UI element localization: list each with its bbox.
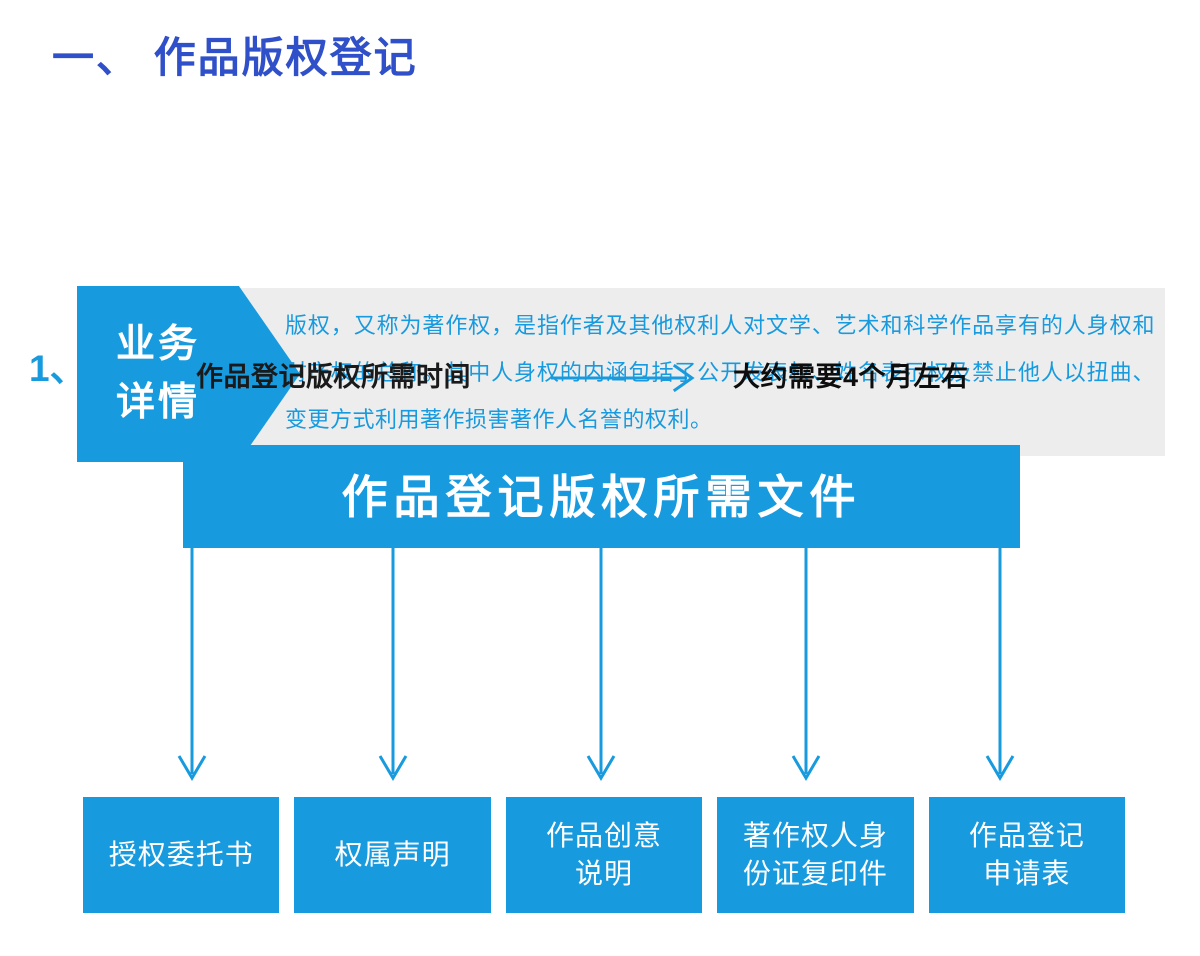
- document-item-4[interactable]: 著作权人身 份证复印件: [717, 797, 914, 913]
- duration-row: 作品登记版权所需时间 大约需要4个月左右: [0, 360, 1200, 402]
- business-detail-block: 1、 版权，又称为著作权，是指作者及其他权利人对文学、艺术和科学作品享有的人身权…: [0, 143, 1200, 462]
- tag-line-2: 详情: [115, 381, 200, 424]
- business-detail-tag-label: 业务 详情: [77, 286, 239, 462]
- document-item-5[interactable]: 作品登记 申请表: [928, 797, 1126, 913]
- business-detail-text: 版权，又称为著作权，是指作者及其他权利人对文学、艺术和科学作品享有的人身权和财产…: [285, 313, 1155, 432]
- documents-list: 授权委托书 权属声明 作品创意 说明 著作权人身 份证复印件 作品登记 申请表: [83, 797, 1126, 913]
- documents-header-title: 作品登记版权所需文件: [341, 470, 862, 523]
- duration-value: 大约需要4个月左右: [733, 362, 969, 392]
- document-item-2[interactable]: 权属声明: [294, 797, 491, 913]
- document-item-1[interactable]: 授权委托书: [83, 797, 280, 913]
- business-detail-panel: 版权，又称为著作权，是指作者及其他权利人对文学、艺术和科学作品享有的人身权和财产…: [222, 288, 1165, 456]
- document-item-3[interactable]: 作品创意 说明: [505, 797, 703, 913]
- item-number-label: 1、: [29, 348, 87, 389]
- page-title: 一、 作品版权登记: [52, 34, 418, 81]
- arrow-right-icon: [551, 363, 697, 393]
- duration-label: 作品登记版权所需时间: [196, 362, 471, 392]
- tag-line-1: 业务: [115, 323, 200, 366]
- connector-arrows: [0, 548, 1200, 784]
- documents-header-bar: 作品登记版权所需文件: [183, 445, 1020, 548]
